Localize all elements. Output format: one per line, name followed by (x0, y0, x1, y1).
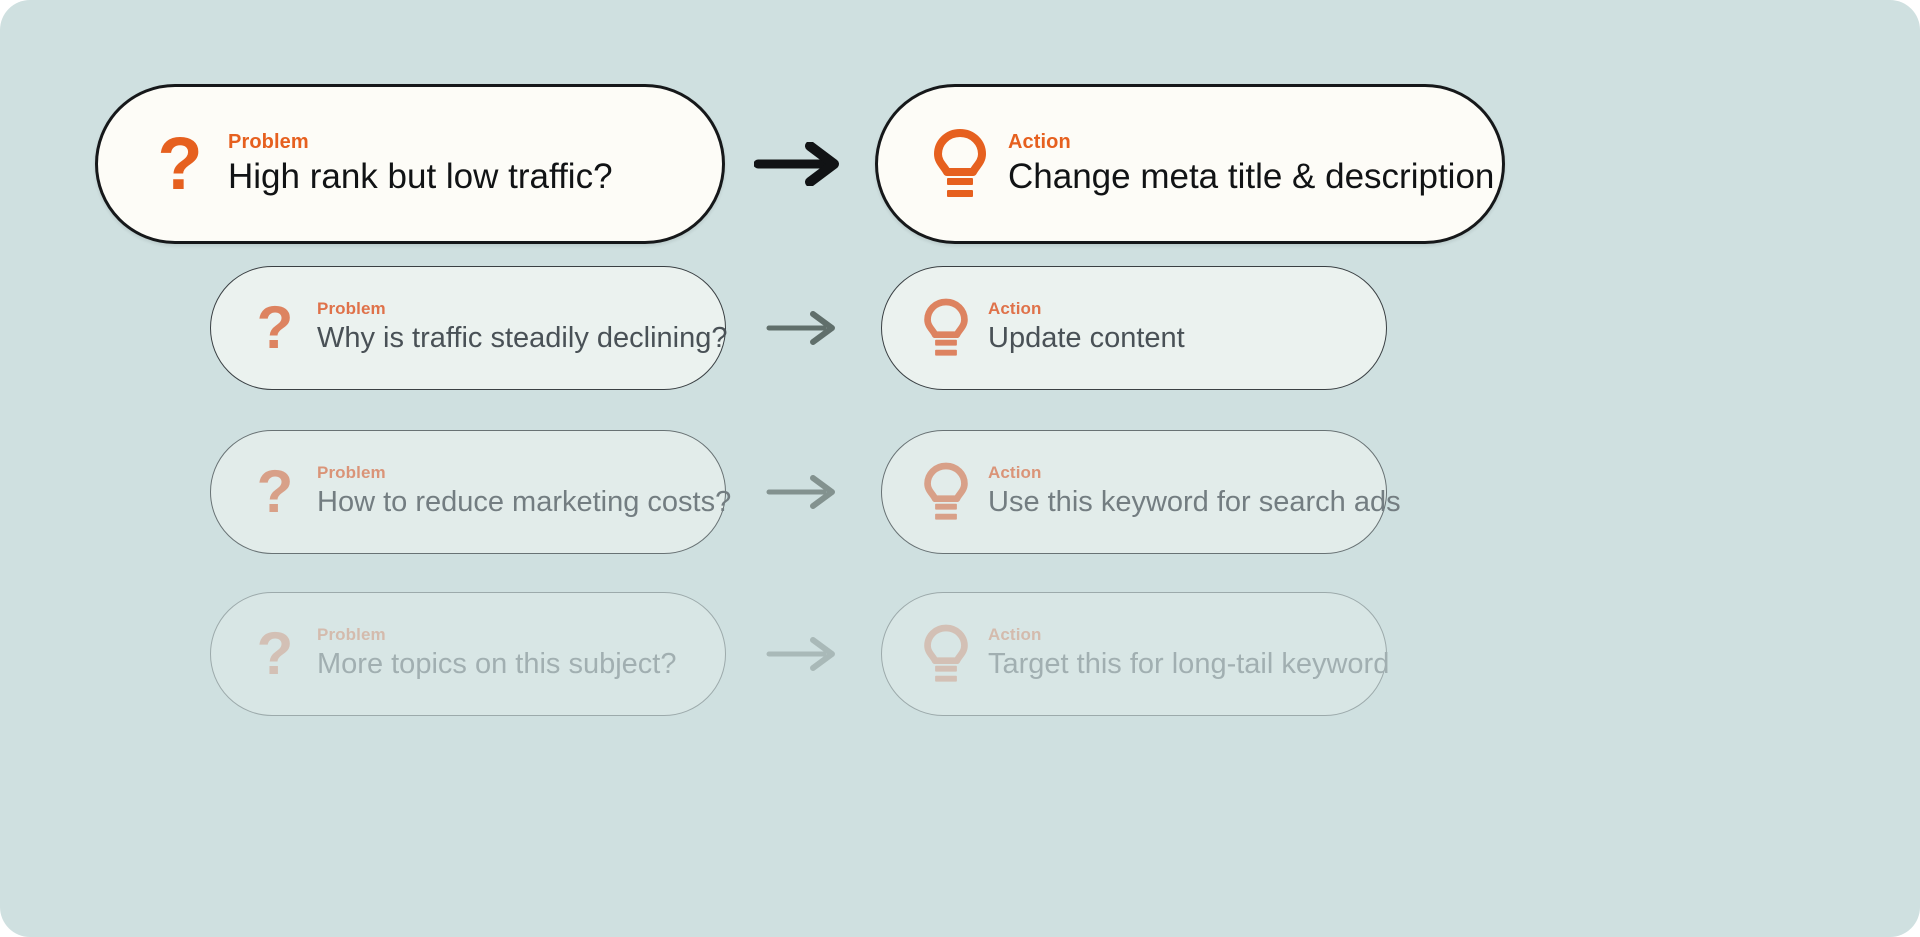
problem-action-row: ? Problem Why is traffic steadily declin… (210, 266, 1387, 390)
problem-kicker: Problem (228, 130, 309, 153)
problem-headline: How to reduce marketing costs? (317, 486, 732, 519)
lightbulb-icon (904, 461, 988, 523)
action-card-text: Action Change meta title & description (1008, 131, 1494, 197)
action-card-text: Action Target this for long-tail keyword (988, 626, 1389, 681)
question-mark-icon: ? (233, 298, 317, 358)
action-card[interactable]: Action Target this for long-tail keyword (881, 592, 1389, 716)
problem-card-text: Problem High rank but low traffic? (228, 131, 613, 197)
problem-kicker: Problem (317, 625, 386, 645)
question-mark-glyph: ? (256, 458, 294, 525)
action-headline: Use this keyword for search ads (988, 486, 1401, 519)
problem-card-text: Problem More topics on this subject? (317, 626, 676, 681)
action-kicker: Action (1008, 130, 1071, 153)
problem-card[interactable]: ? Problem High rank but low traffic? (95, 84, 725, 244)
lightbulb-icon (904, 297, 988, 359)
problem-kicker: Problem (317, 299, 386, 319)
action-kicker: Action (988, 299, 1042, 319)
question-mark-glyph: ? (256, 294, 294, 361)
problem-headline: Why is traffic steadily declining? (317, 322, 728, 355)
problem-headline: More topics on this subject? (317, 648, 677, 681)
action-card[interactable]: Action Change meta title & description (875, 84, 1505, 244)
arrow-right-icon (726, 266, 881, 390)
problem-card[interactable]: ? Problem How to reduce marketing costs? (210, 430, 731, 554)
action-headline: Update content (988, 322, 1185, 355)
problem-kicker: Problem (317, 463, 386, 483)
problem-action-row: ? Problem How to reduce marketing costs? (210, 430, 1401, 554)
question-mark-icon: ? (132, 127, 228, 201)
lightbulb-icon (904, 623, 988, 685)
question-mark-icon: ? (233, 462, 317, 522)
action-card-text: Action Use this keyword for search ads (988, 464, 1401, 519)
question-mark-icon: ? (233, 624, 317, 684)
problem-card[interactable]: ? Problem Why is traffic steadily declin… (210, 266, 727, 390)
question-mark-glyph: ? (256, 620, 294, 687)
action-headline: Target this for long-tail keyword (988, 648, 1390, 681)
question-mark-glyph: ? (157, 122, 203, 205)
action-card[interactable]: Action Update content (881, 266, 1387, 390)
problem-card-text: Problem Why is traffic steadily declinin… (317, 300, 727, 355)
problem-card[interactable]: ? Problem More topics on this subject? (210, 592, 726, 716)
problem-card-text: Problem How to reduce marketing costs? (317, 464, 731, 519)
arrow-right-icon (726, 430, 881, 554)
action-headline: Change meta title & description (1008, 156, 1495, 196)
problem-headline: High rank but low traffic? (228, 156, 613, 196)
action-card-text: Action Update content (988, 300, 1185, 355)
action-card[interactable]: Action Use this keyword for search ads (881, 430, 1401, 554)
lightbulb-icon (912, 127, 1008, 201)
arrow-right-icon (725, 84, 875, 244)
action-kicker: Action (988, 625, 1042, 645)
problem-action-row: ? Problem More topics on this subject? (210, 592, 1389, 716)
arrow-right-icon (726, 592, 881, 716)
problem-action-row: ? Problem High rank but low traffic? (95, 84, 1505, 244)
action-kicker: Action (988, 463, 1042, 483)
